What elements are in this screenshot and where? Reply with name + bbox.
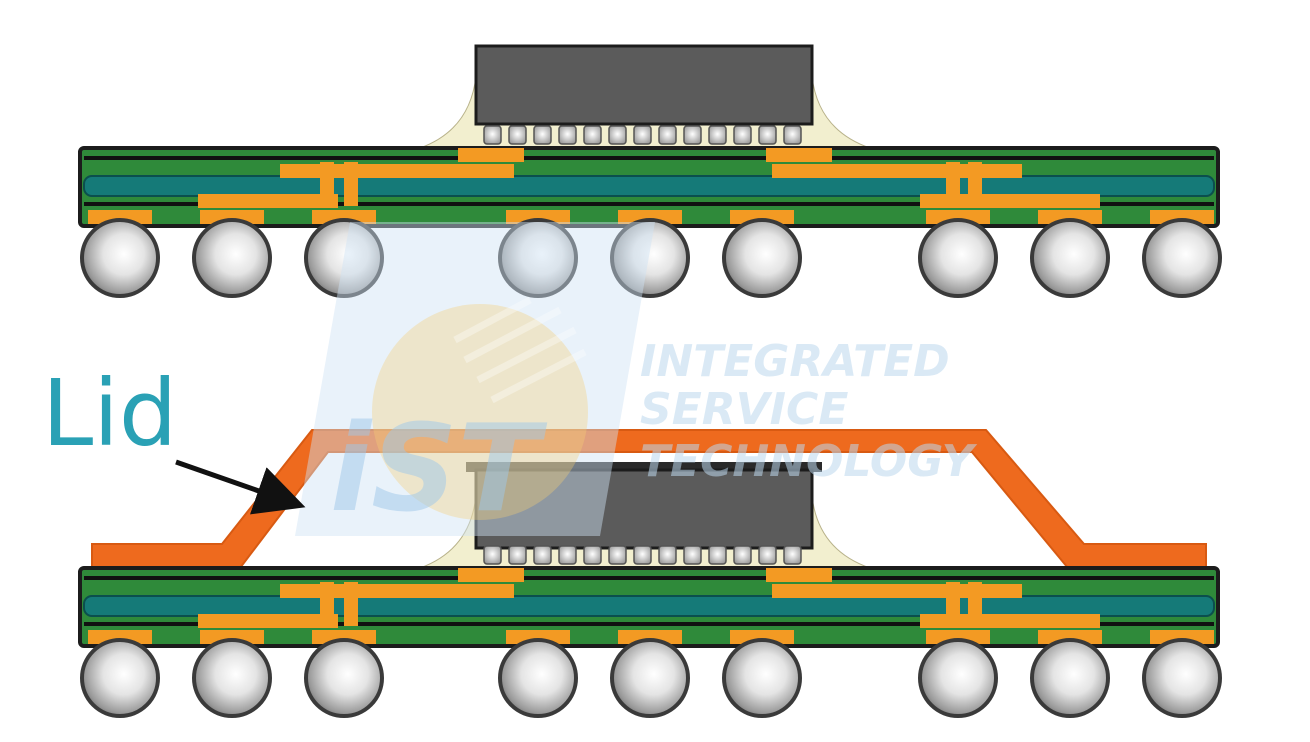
solder-ball: [722, 638, 802, 718]
micro-bump: [783, 545, 802, 565]
copper-trace: [198, 194, 338, 208]
ball-land-pad: [1038, 210, 1102, 224]
flip-chip-package-with-lid: [78, 429, 1222, 718]
micro-bump: [658, 125, 677, 145]
solder-ball: [304, 638, 384, 718]
solder-ball: [498, 218, 578, 298]
micro-bump: [483, 545, 502, 565]
micro-bump: [708, 545, 727, 565]
ball-land-pad: [200, 630, 264, 644]
ball-land-pad: [88, 210, 152, 224]
lid-label: Lid: [42, 360, 177, 467]
micro-bump: [533, 545, 552, 565]
ist-watermark: iST INTEGRATED SERVICE TECHNOLOGY: [295, 222, 978, 539]
ball-land-pad: [926, 210, 990, 224]
thermal-interface-material: [466, 462, 822, 472]
copper-trace: [920, 194, 1100, 208]
micro-bump: [508, 545, 527, 565]
micro-bump: [783, 125, 802, 145]
substrate-core: [83, 175, 1215, 197]
copper-pad: [458, 568, 524, 582]
ball-land-pad: [1150, 630, 1214, 644]
lid-pointer-arrow: [175, 459, 306, 515]
micro-bump: [633, 125, 652, 145]
solder-ball: [1142, 218, 1222, 298]
watermark-line-1: INTEGRATED: [640, 336, 950, 387]
micro-bump: [758, 125, 777, 145]
copper-via: [344, 162, 358, 206]
ball-land-pad: [200, 210, 264, 224]
micro-bump: [608, 125, 627, 145]
copper-trace: [772, 164, 1022, 178]
solder-ball: [192, 218, 272, 298]
watermark-sun-stripes: [453, 296, 587, 404]
micro-bump: [583, 125, 602, 145]
watermark-logo: iST: [330, 400, 548, 539]
micro-bump: [733, 125, 752, 145]
ball-land-pad: [1150, 210, 1214, 224]
solder-ball: [192, 638, 272, 718]
solder-ball: [610, 638, 690, 718]
watermark-line-2: SERVICE: [640, 384, 848, 435]
ball-land-pad: [506, 630, 570, 644]
ball-land-pad: [618, 630, 682, 644]
solder-ball: [498, 638, 578, 718]
ball-land-pad: [618, 210, 682, 224]
ball-land-pad: [88, 630, 152, 644]
copper-trace: [280, 164, 514, 178]
solder-ball: [1030, 638, 1110, 718]
substrate-core: [83, 595, 1215, 617]
micro-bump: [583, 545, 602, 565]
solder-ball: [610, 218, 690, 298]
flip-chip-package-without-lid: [78, 44, 1222, 298]
micro-bump: [758, 545, 777, 565]
ball-land-pad: [312, 630, 376, 644]
micro-bump: [683, 125, 702, 145]
substrate-layer-line: [84, 202, 1214, 206]
copper-pad: [766, 148, 832, 162]
copper-pad: [766, 568, 832, 582]
solder-ball: [918, 218, 998, 298]
micro-bump: [708, 125, 727, 145]
watermark-line-3: TECHNOLOGY: [640, 436, 978, 487]
copper-trace: [920, 614, 1100, 628]
solder-ball: [722, 218, 802, 298]
solder-ball: [80, 638, 160, 718]
micro-bump: [508, 125, 527, 145]
substrate-layer-line: [84, 576, 1214, 580]
copper-via: [344, 582, 358, 626]
micro-bump: [683, 545, 702, 565]
silicon-die: [474, 468, 814, 550]
silicon-die: [474, 44, 814, 126]
micro-bump: [658, 545, 677, 565]
solder-ball: [918, 638, 998, 718]
copper-trace: [772, 584, 1022, 598]
micro-bump: [483, 125, 502, 145]
ball-land-pad: [1038, 630, 1102, 644]
solder-ball: [80, 218, 160, 298]
solder-ball: [1142, 638, 1222, 718]
ball-land-pad: [312, 210, 376, 224]
micro-bump: [533, 125, 552, 145]
micro-bump: [633, 545, 652, 565]
ball-land-pad: [730, 630, 794, 644]
substrate-layer-line: [84, 622, 1214, 626]
solder-ball: [1030, 218, 1110, 298]
micro-bump: [733, 545, 752, 565]
micro-bump: [558, 545, 577, 565]
copper-pad: [458, 148, 524, 162]
ball-land-pad: [926, 630, 990, 644]
micro-bump: [558, 125, 577, 145]
ball-land-pad: [730, 210, 794, 224]
micro-bump: [608, 545, 627, 565]
ball-land-pad: [506, 210, 570, 224]
solder-ball: [304, 218, 384, 298]
copper-trace: [198, 614, 338, 628]
copper-trace: [280, 584, 514, 598]
watermark-sun-circle: [372, 304, 588, 520]
substrate-layer-line: [84, 156, 1214, 160]
watermark-band: [295, 222, 655, 536]
